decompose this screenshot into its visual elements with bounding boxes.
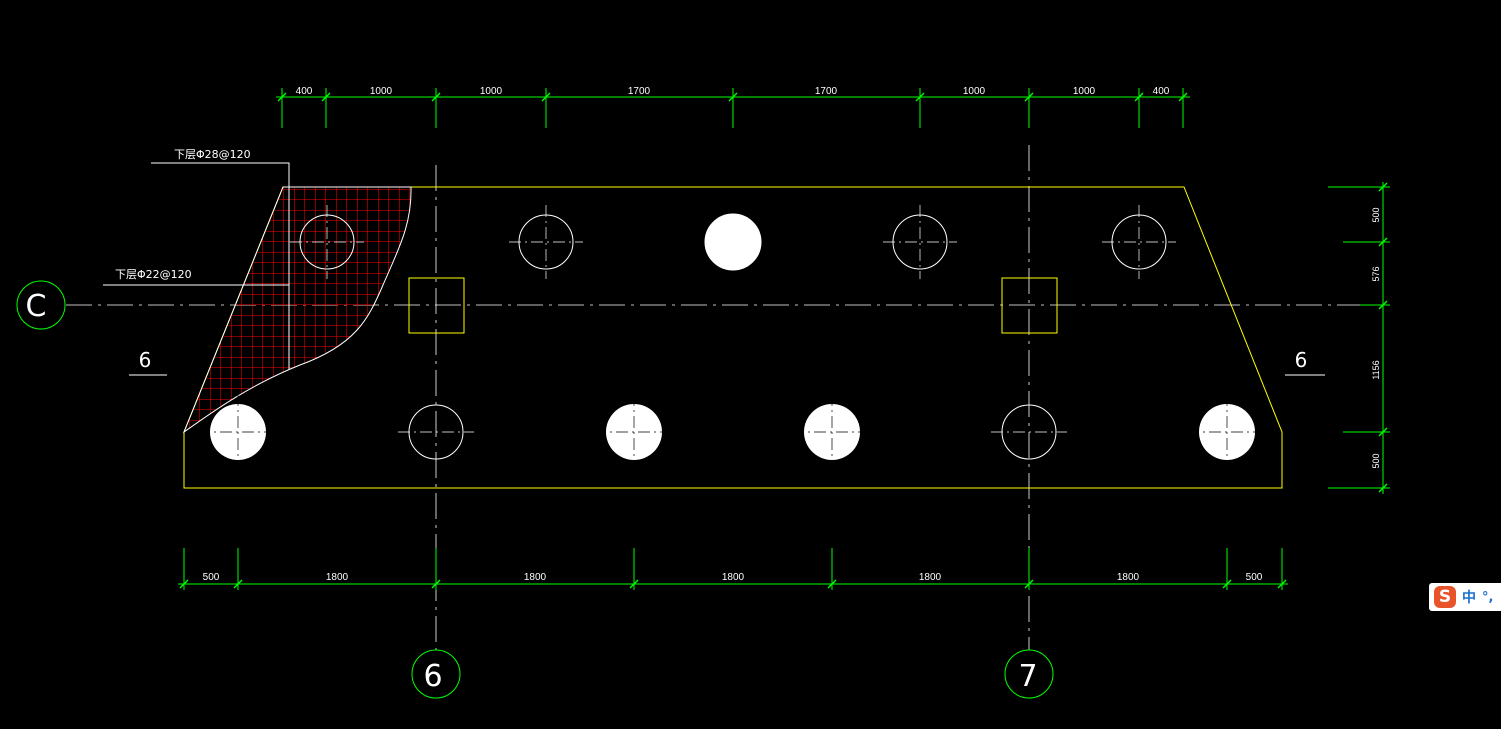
leader-top-bar (151, 162, 290, 370)
rebar-label-top[interactable]: 下层Φ28@120 (174, 148, 251, 161)
rebar-hatch-region[interactable] (182, 186, 412, 434)
axis-label-7: 7 (1018, 659, 1037, 694)
section-mark-left-text: 6 (139, 348, 152, 372)
center-lines (66, 145, 1360, 650)
section-mark-left[interactable]: 6 (129, 348, 167, 376)
dim-bottom-1: 500 (203, 572, 220, 583)
pile-filled[interactable] (594, 394, 674, 470)
ime-toolbar[interactable]: S 中 °, (1429, 583, 1501, 611)
dim-bottom-3: 1800 (524, 572, 547, 583)
dim-bottom-6: 1800 (1117, 572, 1140, 583)
bottom-dimension-chain (178, 548, 1288, 590)
dim-right-1: 500 (1371, 207, 1381, 222)
pile-filled[interactable] (1187, 394, 1267, 470)
piles-bottom-row (198, 394, 1267, 470)
pile[interactable] (991, 404, 1067, 460)
right-dimension-texts: 500 576 1156 500 (1371, 207, 1381, 468)
column-left[interactable] (408, 277, 465, 334)
axis-label-6: 6 (423, 659, 442, 694)
column-right[interactable] (1001, 277, 1058, 334)
dim-bottom-7: 500 (1246, 572, 1263, 583)
axis-bubble-7[interactable]: 7 (1004, 649, 1054, 699)
ime-logo-icon[interactable]: S (1434, 586, 1456, 608)
pile[interactable] (290, 205, 364, 279)
axis-bubble-c[interactable]: C (16, 280, 66, 330)
dim-bottom-2: 1800 (326, 572, 349, 583)
rebar-leaders (103, 162, 290, 370)
pile-filled[interactable] (792, 394, 872, 470)
dim-top-5: 1700 (815, 86, 838, 97)
ime-language-toggle[interactable]: 中 (1462, 590, 1476, 606)
dim-right-2: 576 (1371, 266, 1381, 281)
bottom-dimension-texts: 500 1800 1800 1800 1800 1800 500 (203, 572, 1263, 583)
dim-right-4: 500 (1371, 453, 1381, 468)
pile-filled[interactable] (198, 394, 278, 470)
dim-right-3: 1156 (1371, 360, 1381, 379)
piles-top-row (290, 205, 1176, 279)
pile[interactable] (883, 205, 957, 279)
right-dimension-chain (1328, 182, 1390, 494)
axis-bubble-6[interactable]: 6 (411, 649, 461, 699)
dim-top-8: 400 (1153, 86, 1170, 97)
pile[interactable] (509, 205, 583, 279)
pile-filled[interactable] (704, 213, 762, 271)
axis-label-c: C (26, 289, 47, 324)
dim-top-6: 1000 (963, 86, 986, 97)
dim-top-3: 1000 (480, 86, 503, 97)
pile[interactable] (398, 404, 474, 460)
dim-top-7: 1000 (1073, 86, 1096, 97)
dim-bottom-5: 1800 (919, 572, 942, 583)
rebar-label-bottom[interactable]: 下层Φ22@120 (115, 268, 192, 281)
top-dimension-texts: 400 1000 1000 1700 1700 1000 1000 400 (296, 86, 1170, 97)
ime-punctuation-toggle[interactable]: °, (1482, 589, 1494, 605)
dim-top-4: 1700 (628, 86, 651, 97)
section-mark-right-text: 6 (1295, 348, 1308, 372)
section-mark-right[interactable]: 6 (1285, 348, 1325, 376)
dim-top-2: 1000 (370, 86, 393, 97)
dim-bottom-4: 1800 (722, 572, 745, 583)
dim-top-1: 400 (296, 86, 313, 97)
pile[interactable] (1102, 205, 1176, 279)
top-dimension-chain (276, 88, 1190, 128)
